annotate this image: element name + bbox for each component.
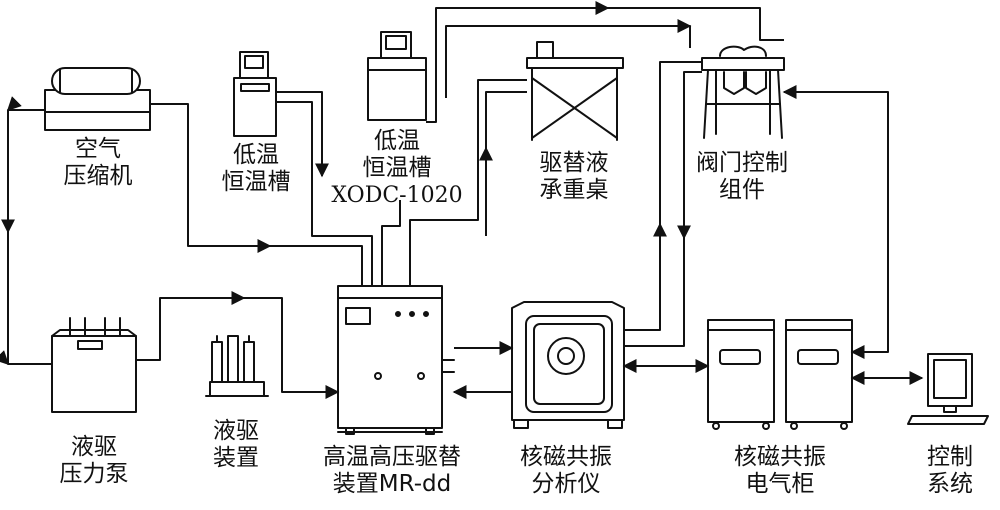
nmr-cabinet-icon — [707, 319, 853, 430]
valve-control-icon — [701, 45, 785, 139]
conn-table-to-device — [409, 79, 527, 286]
low-temp-bath-mid-icon — [367, 31, 427, 121]
displacement-device-icon — [337, 285, 455, 435]
conn-valve-to-cabinet — [782, 85, 889, 359]
conn-pump-to-drive — [136, 291, 340, 399]
label-low-temp-bath-mid: 低温 恒温槽 XODC-1020 — [331, 128, 463, 208]
conn-bath-left-to-device — [276, 91, 373, 286]
conn-bath-mid-to-device — [381, 1, 692, 286]
displacement-table-icon — [526, 41, 624, 141]
liquid-pump-icon — [51, 317, 137, 413]
conn-air-to-pump — [0, 96, 52, 365]
conn-valve — [608, 7, 784, 347]
air-compressor-icon — [44, 67, 151, 131]
label-nmr-analyzer: 核磁共振 分析仪 — [520, 444, 612, 497]
label-air-compressor: 空气 压缩机 — [63, 136, 133, 189]
nmr-analyzer-icon — [511, 301, 625, 429]
liquid-drive-device-icon — [205, 335, 269, 397]
label-displacement-device: 高温高压驱替 装置MR-dd — [323, 444, 461, 497]
low-temp-bath-left-icon — [233, 51, 277, 137]
label-liquid-pump: 液驱 压力泵 — [59, 434, 129, 487]
label-control-system: 控制 系统 — [927, 444, 973, 497]
conn-air-to-device — [150, 103, 363, 286]
label-liquid-drive-device: 液驱 装置 — [213, 418, 259, 471]
label-valve-control: 阀门控制 组件 — [696, 150, 788, 203]
control-computer-icon — [907, 353, 989, 425]
label-low-temp-bath-left: 低温 恒温槽 — [221, 142, 291, 195]
conn-device-nmr — [452, 341, 514, 399]
label-nmr-cabinet: 核磁共振 电气柜 — [734, 444, 826, 497]
label-displacement-table: 驱替液 承重桌 — [539, 150, 609, 203]
